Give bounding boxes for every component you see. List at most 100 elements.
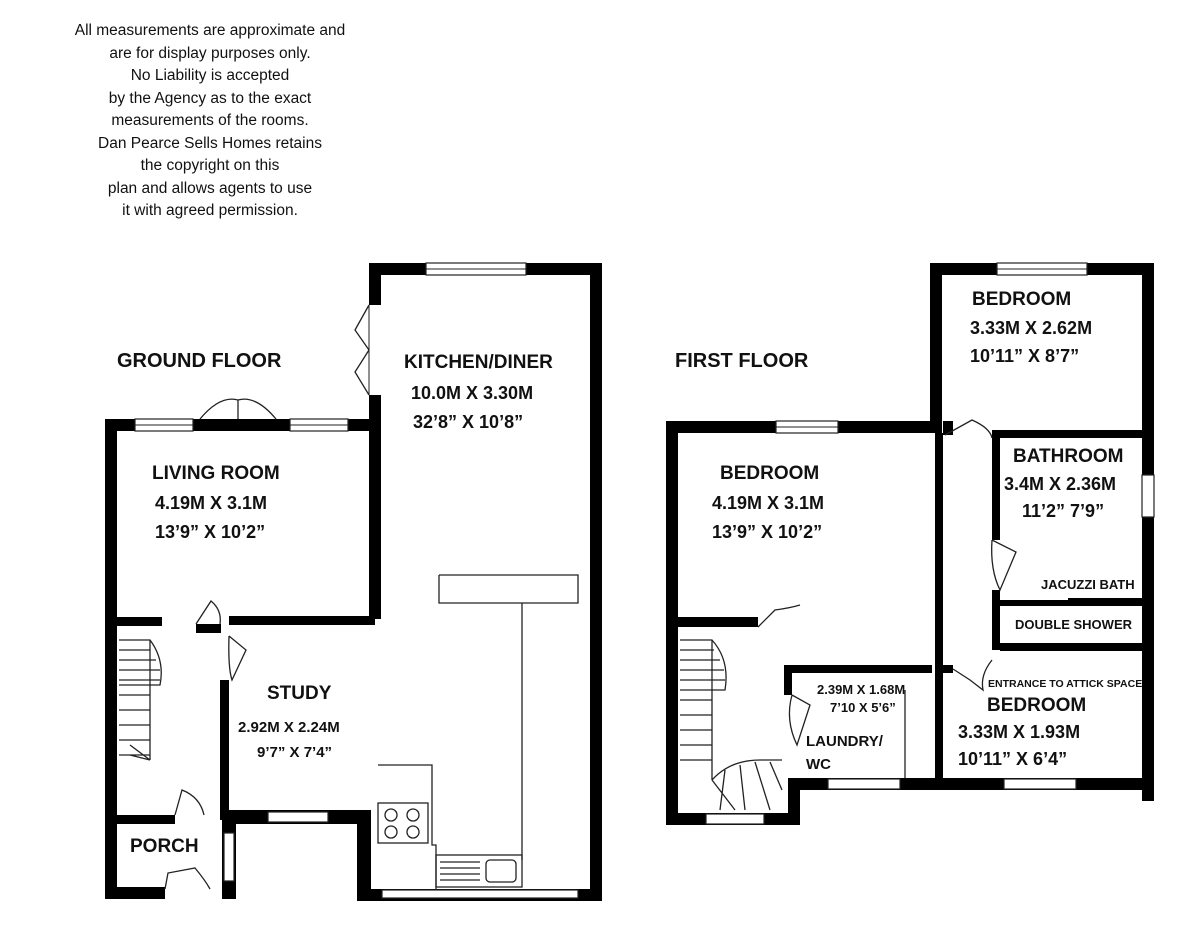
window: [1003, 778, 1077, 790]
living-room-name: LIVING ROOM: [152, 463, 280, 484]
window: [1141, 474, 1155, 518]
hob-ring: [406, 808, 420, 822]
hob: [377, 802, 429, 844]
disclaimer-line: it with agreed permission.: [122, 202, 298, 219]
study-metric: 2.92M X 2.24M: [238, 719, 340, 736]
window: [381, 889, 579, 899]
bifold-door: [354, 304, 370, 396]
disclaimer: All measurements are approximate and are…: [40, 20, 380, 223]
wall: [784, 665, 792, 695]
attic-entrance-label: ENTRANCE TO ATTICK SPACE: [988, 678, 1142, 690]
disclaimer-line: Dan Pearce Sells Homes retains: [98, 134, 322, 152]
sink-drainer: [440, 861, 480, 881]
disclaimer-line: measurements of the rooms.: [111, 112, 309, 129]
bathroom-metric: 3.4M X 2.36M: [1004, 474, 1116, 494]
bathroom-name: BATHROOM: [1013, 446, 1123, 467]
staircase: [119, 639, 162, 761]
bedroom-rear-metric: 3.33M X 2.62M: [970, 318, 1092, 338]
bedroom-front-imperial: 13’9” X 10’2”: [712, 522, 822, 542]
laundry-name-wc: WC: [806, 756, 831, 773]
disclaimer-line: the copyright on this: [140, 157, 280, 174]
wall: [1068, 598, 1142, 604]
living-room-metric: 4.19M X 3.1M: [155, 493, 267, 513]
sink-bowl: [485, 859, 517, 883]
door: [757, 604, 801, 628]
bedroom-small-metric: 3.33M X 1.93M: [958, 722, 1080, 742]
wall: [939, 665, 953, 673]
bedroom-rear-name: BEDROOM: [972, 289, 1071, 310]
bathroom-imperial: 11’2” 7’9”: [1022, 501, 1104, 521]
first-floor-title: FIRST FLOOR: [675, 350, 809, 372]
wall: [992, 430, 1142, 438]
ground-floor-title: GROUND FLOOR: [117, 350, 282, 372]
wall: [678, 617, 758, 627]
laundry-name: LAUNDRY/: [806, 733, 884, 750]
door: [991, 539, 1017, 592]
wall: [110, 617, 162, 626]
hob-ring: [384, 825, 398, 839]
laundry-metric: 2.39M X 1.68M: [817, 682, 905, 697]
door: [228, 635, 247, 682]
wall: [369, 263, 381, 305]
laundry-imperial: 7’10 X 5’6”: [830, 700, 896, 715]
wall: [369, 419, 381, 619]
window: [223, 832, 235, 882]
study-name: STUDY: [267, 683, 332, 704]
window: [267, 811, 329, 823]
kitchen-name: KITCHEN/DINER: [404, 352, 553, 373]
disclaimer-line: No Liability is accepted: [130, 67, 290, 84]
wall: [784, 665, 932, 673]
kitchen-metric: 10.0M X 3.30M: [411, 383, 533, 403]
bedroom-small-imperial: 10’11” X 6’4”: [958, 749, 1067, 769]
door: [944, 419, 993, 439]
disclaimer-line: plan and allows agents to use: [107, 179, 313, 197]
hob-ring: [406, 825, 420, 839]
disclaimer-line: are for display purposes only.: [109, 44, 311, 62]
porch-name: PORCH: [130, 836, 199, 857]
wall: [935, 433, 943, 778]
sink: [435, 854, 523, 888]
double-shower-label: DOUBLE SHOWER: [1015, 617, 1133, 632]
disclaimer-line: by the Agency as to the exact: [108, 89, 312, 107]
bedroom-front-metric: 4.19M X 3.1M: [712, 493, 824, 513]
kitchen-imperial: 32’8” X 10’8”: [413, 412, 523, 432]
wall: [1000, 643, 1142, 651]
bedroom-small-name: BEDROOM: [987, 695, 1086, 716]
jacuzzi-bath-label: JACUZZI BATH: [1041, 577, 1135, 592]
staircase: [680, 639, 783, 811]
french-door: [199, 398, 277, 420]
wall: [357, 810, 371, 901]
ground-floor-plan: [105, 262, 602, 901]
window: [705, 813, 765, 825]
door: [174, 789, 205, 816]
study-imperial: 9’7” X 7’4”: [257, 744, 332, 761]
hob-ring: [384, 808, 398, 822]
wall: [196, 624, 221, 633]
door: [195, 600, 221, 625]
first-floor-plan: [666, 262, 1155, 825]
wall: [992, 590, 1000, 650]
door: [788, 694, 811, 747]
wall: [105, 887, 165, 899]
disclaimer-line: All measurements are approximate and: [74, 22, 346, 39]
living-room-imperial: 13’9” X 10’2”: [155, 522, 265, 542]
wall: [788, 780, 800, 825]
door: [164, 867, 211, 890]
wall: [1142, 263, 1154, 801]
wall: [992, 430, 1000, 540]
door: [952, 659, 993, 692]
bedroom-front-name: BEDROOM: [720, 463, 819, 484]
window: [827, 778, 901, 790]
wall: [666, 421, 678, 825]
bedroom-rear-imperial: 10’11” X 8’7”: [970, 346, 1079, 366]
breakfast-bar: [438, 574, 579, 860]
wall: [110, 815, 175, 824]
wall: [229, 616, 375, 625]
wall: [590, 263, 602, 901]
wall: [105, 419, 117, 899]
wall: [220, 680, 229, 820]
wall: [943, 421, 953, 435]
wall: [930, 263, 942, 433]
